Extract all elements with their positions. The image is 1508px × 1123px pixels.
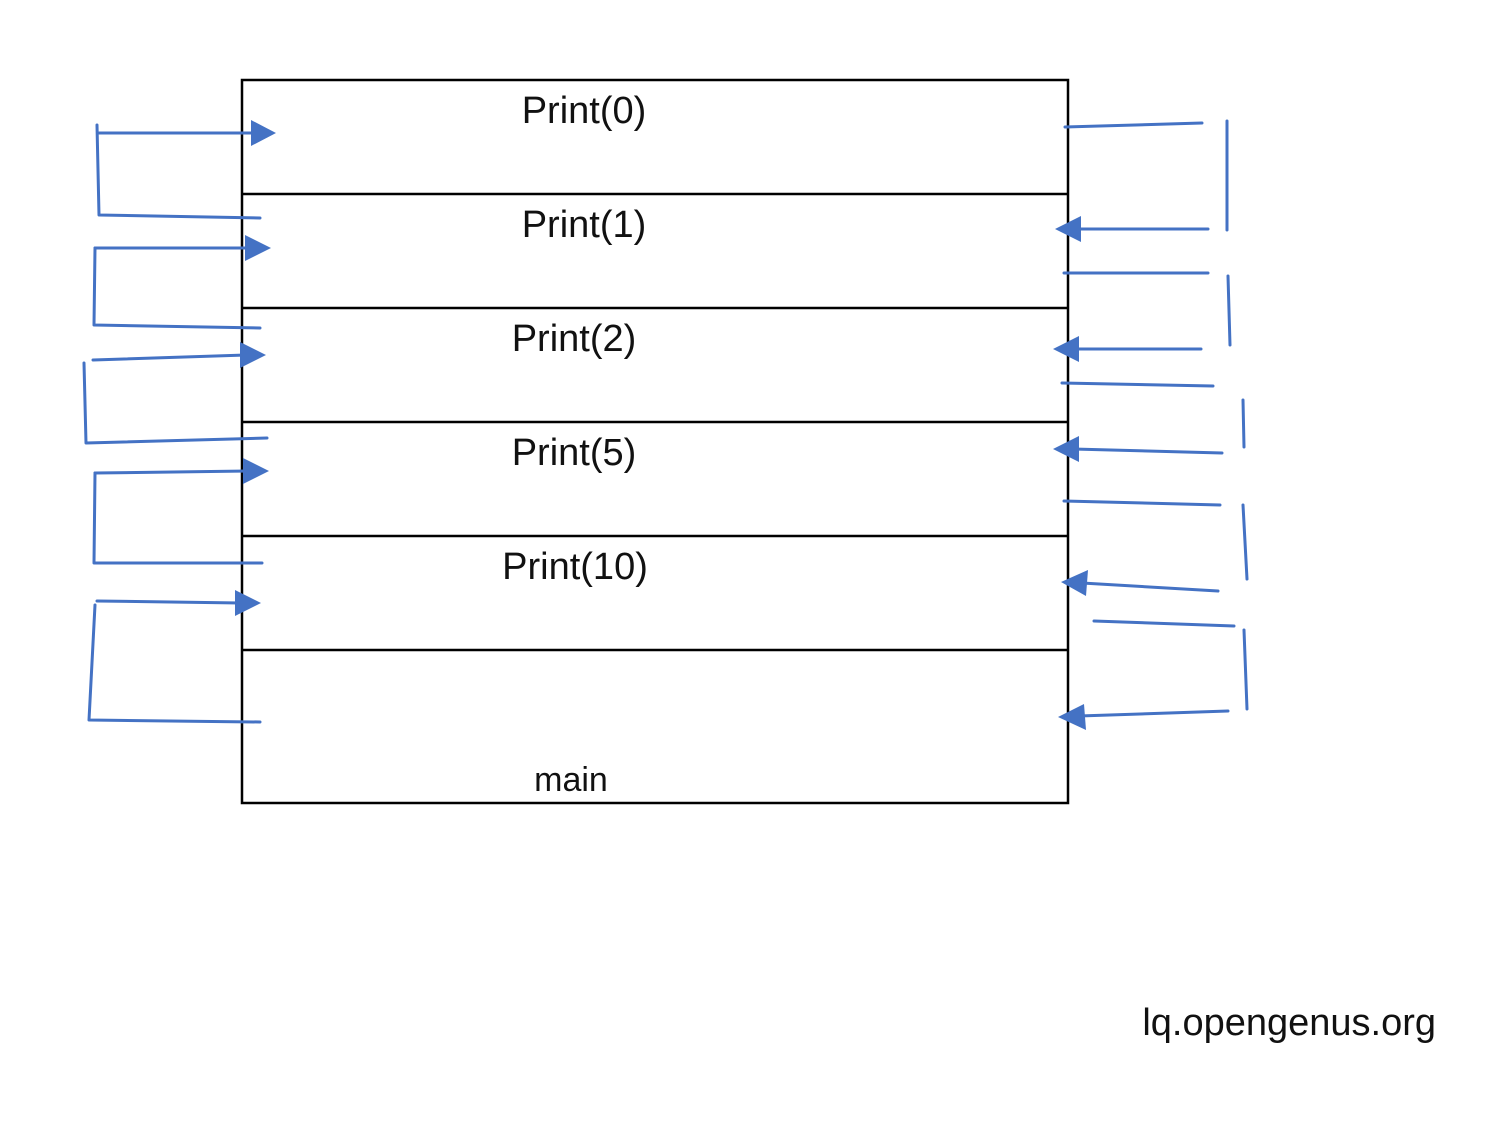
arrowhead [235, 590, 261, 616]
arrowhead [1058, 704, 1086, 730]
arrowhead [1053, 436, 1079, 462]
arrowhead [240, 342, 266, 368]
call-arrowheads [235, 120, 276, 616]
call-arrow [92, 246, 262, 330]
arrowhead [1061, 570, 1088, 596]
return-arrow [1241, 398, 1246, 449]
return-arrow [1077, 709, 1230, 718]
frame-label-print-1: Print(1) [522, 204, 647, 246]
return-arrow [1226, 274, 1232, 347]
call-arrow [95, 123, 262, 220]
call-arrow [93, 469, 250, 475]
frame-label-print-5: Print(5) [512, 432, 637, 474]
frame-label-print-0: Print(0) [522, 90, 647, 132]
return-arrow [1063, 121, 1204, 129]
return-arrow [1060, 381, 1215, 388]
call-arrow [95, 599, 242, 605]
return-arrow [1241, 503, 1249, 581]
return-arrow [1062, 499, 1222, 507]
return-arrowheads [1053, 216, 1088, 730]
watermark-text: lq.opengenus.org [1142, 1002, 1436, 1044]
call-stack [240, 78, 1070, 805]
return-arrow [1242, 628, 1249, 711]
arrowhead [243, 458, 269, 484]
call-arrows [82, 123, 269, 724]
call-arrow [82, 361, 269, 445]
arrowhead [1053, 336, 1079, 362]
return-arrow [1092, 619, 1236, 628]
arrowhead [245, 235, 271, 261]
call-arrow [91, 353, 248, 362]
frame-label-print-10: Print(10) [502, 546, 648, 588]
frame-label-print-2: Print(2) [512, 318, 637, 360]
stack-outline [240, 78, 1070, 805]
frame-label-main: main [534, 761, 608, 799]
call-arrow [92, 471, 264, 565]
call-arrow [87, 603, 262, 724]
arrowhead [251, 120, 276, 146]
return-arrow [1071, 447, 1224, 455]
return-arrow [1080, 581, 1220, 593]
arrowhead [1055, 216, 1081, 242]
return-arrows [1060, 119, 1249, 718]
